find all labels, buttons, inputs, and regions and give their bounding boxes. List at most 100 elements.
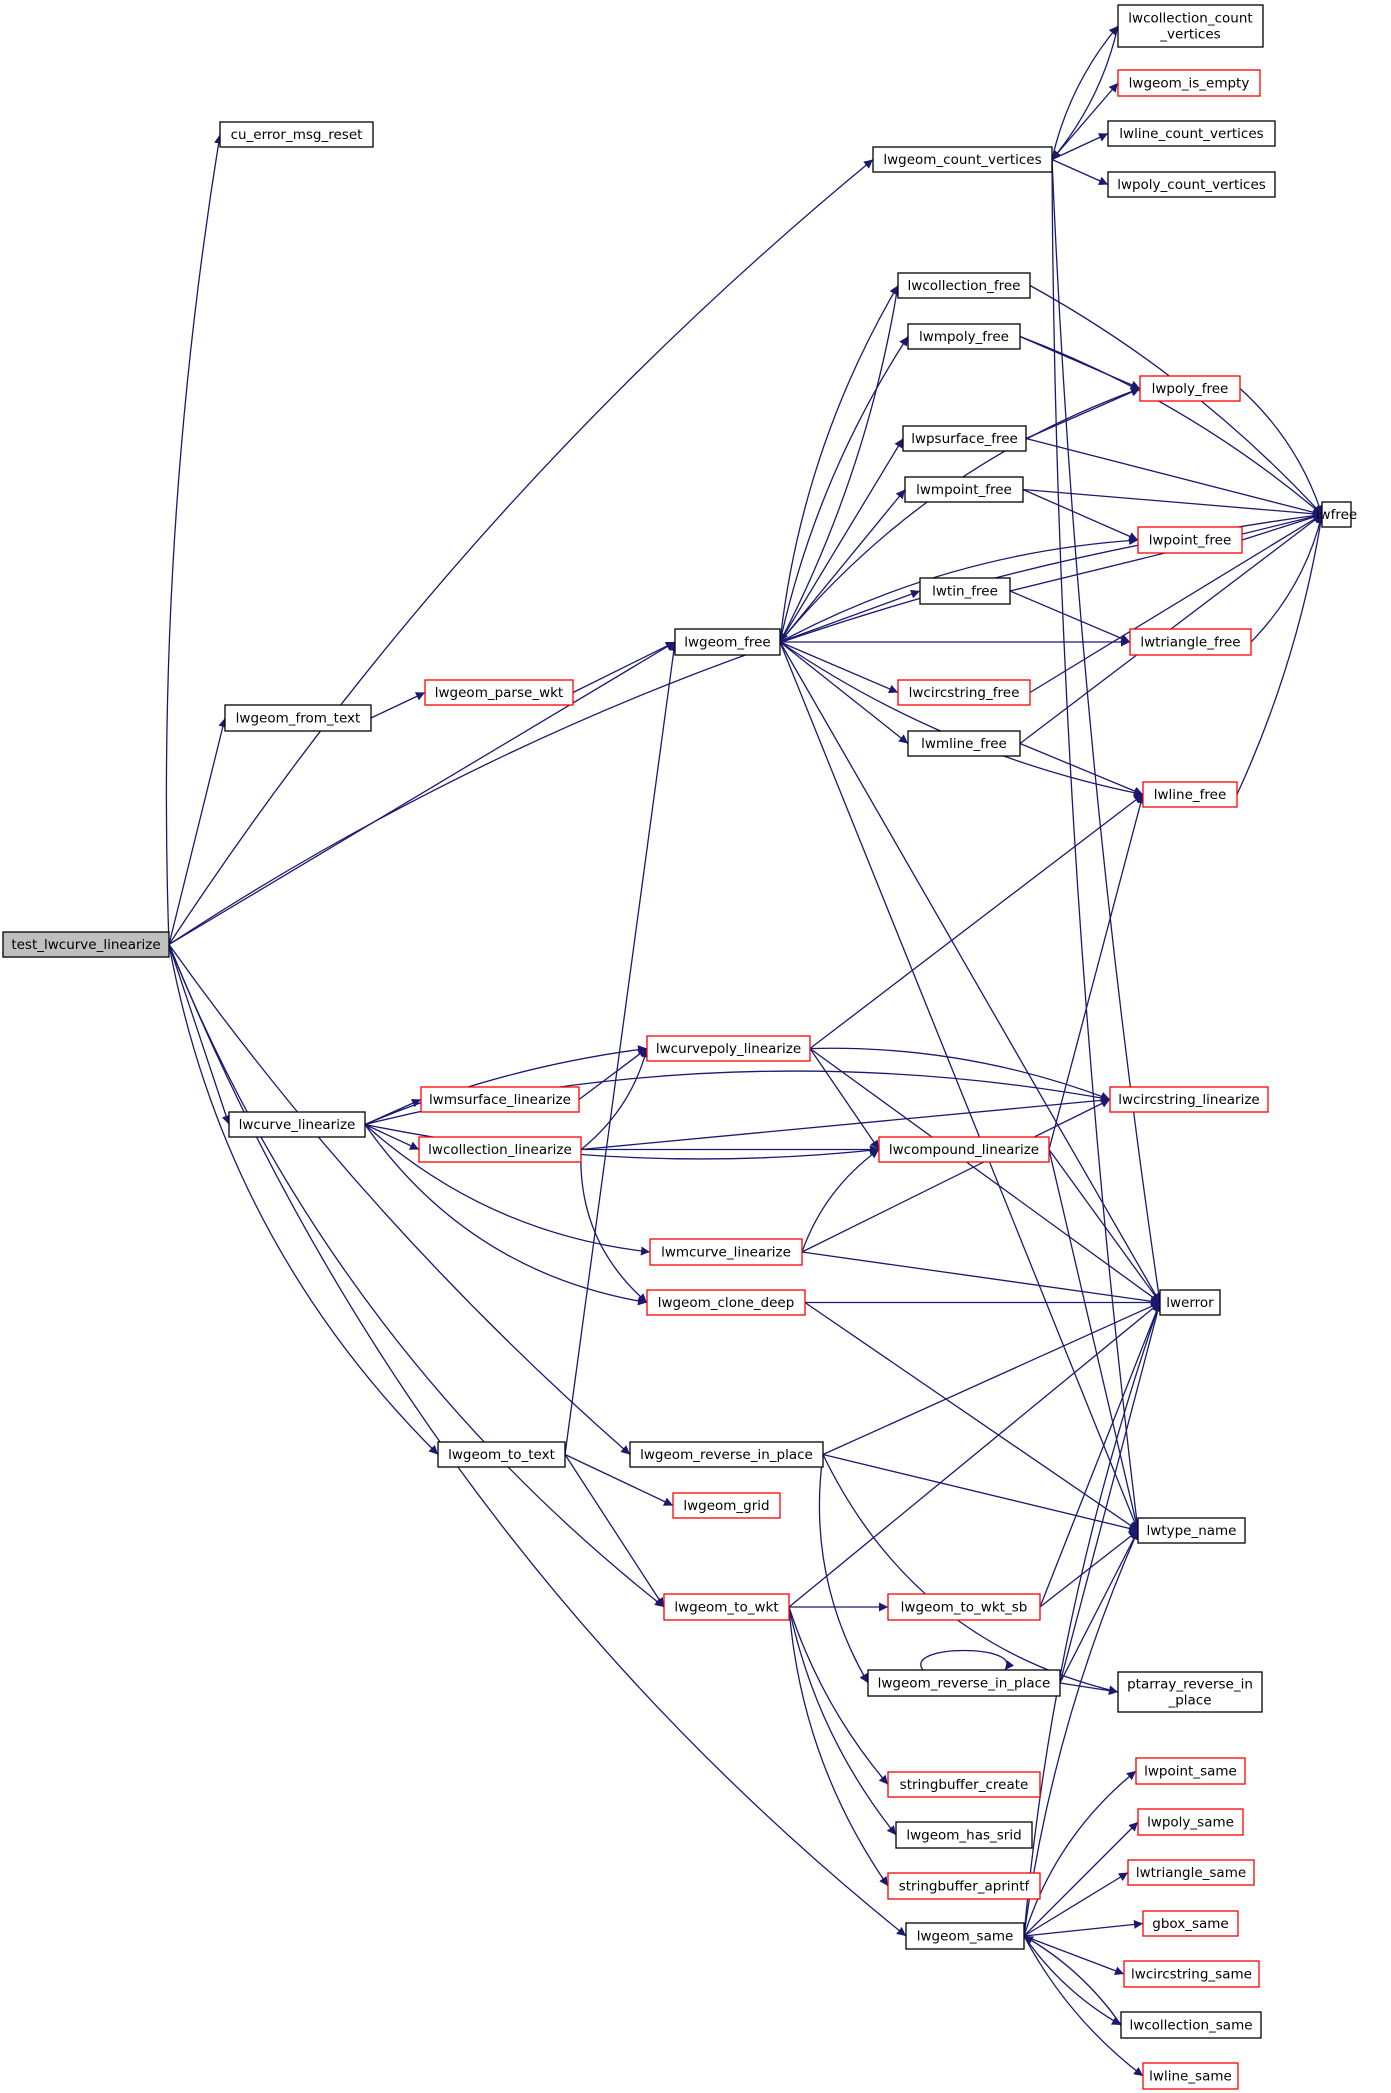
node-label: lwfree (1316, 507, 1357, 523)
node-label: gbox_same (1152, 1916, 1229, 1932)
node-lwpoint-same[interactable]: lwpoint_same (1135, 1757, 1246, 1785)
node-box (1127, 1859, 1255, 1886)
node-label: lwpoly_same (1147, 1815, 1234, 1831)
node-label: lwgeom_reverse_in_place (878, 1676, 1051, 1692)
node-lwgeom-reverse-in-place-1[interactable]: lwgeom_reverse_in_place (629, 1441, 824, 1468)
edge-test-lwcurve-linearize-to-lwgeom-count-vertices (168, 158, 874, 945)
node-lwtriangle-free[interactable]: lwtriangle_free (1129, 628, 1252, 656)
edge-lwcollection-linearize-to-lwcircstring-linearize (580, 1095, 1111, 1151)
edge-lwgeom-to-wkt-to-stringbuffer-aprintf (788, 1606, 889, 1887)
node-label: lwcircstring_same (1131, 1967, 1252, 1983)
node-box (672, 1492, 781, 1519)
edge-lwgeom-free-to-lwcollection-free (779, 285, 899, 643)
edge-lwcollection-same-to-lwgeom-same (1023, 1935, 1122, 2026)
edge-lwgeom-free-to-lwpoint-free (779, 536, 1139, 643)
node-lwfree[interactable]: lwfree (1316, 501, 1357, 528)
node-box (904, 476, 1024, 503)
nodes-layer: test_lwcurve_linearize cu_error_msg_reset… (2, 4, 1357, 2090)
node-label: _place (1167, 1693, 1211, 1709)
node-label: lwgeom_to_wkt (674, 1600, 778, 1616)
node-box (663, 1593, 790, 1621)
node-lwcurve-linearize[interactable]: lwcurve_linearize (228, 1111, 366, 1138)
node-lwline-free[interactable]: lwline_free (1142, 781, 1238, 808)
node-lwpoly-free[interactable]: lwpoly_free (1139, 375, 1241, 402)
node-lwtriangle-same[interactable]: lwtriangle_same (1127, 1859, 1255, 1886)
edge-lwgeom-reverse-in-place-1-to-lwgeom-reverse-in-place-2 (818, 1454, 869, 1684)
node-label: lwerror (1166, 1295, 1214, 1311)
node-cu-error-msg-reset[interactable]: cu_error_msg_reset (219, 121, 374, 148)
node-stringbuffer-create[interactable]: stringbuffer_create (887, 1771, 1041, 1798)
node-lwtin-free[interactable]: lwtin_free (919, 577, 1011, 605)
node-lwmpoint-free[interactable]: lwmpoint_free (904, 476, 1024, 503)
node-lwline-same[interactable]: lwline_same (1142, 2062, 1239, 2090)
node-lwcircstring-same[interactable]: lwcircstring_same (1123, 1960, 1260, 1988)
edge-lwgeom-count-vertices-to-lwline-count-vertices (1051, 132, 1109, 161)
node-label: lwgeom_same (917, 1929, 1014, 1945)
node-lwgeom-to-wkt-sb[interactable]: lwgeom_to_wkt_sb (887, 1593, 1041, 1621)
node-lwgeom-count-vertices[interactable]: lwgeom_count_vertices (872, 146, 1053, 173)
node-lwgeom-is-empty[interactable]: lwgeom_is_empty (1117, 69, 1261, 97)
node-label: lwline_free (1154, 787, 1227, 803)
node-lwmline-free[interactable]: lwmline_free (907, 730, 1021, 757)
node-label: lwpoint_free (1149, 533, 1232, 549)
node-lwcircstring-free[interactable]: lwcircstring_free (897, 679, 1031, 706)
node-lwgeom-to-wkt[interactable]: lwgeom_to_wkt (663, 1593, 790, 1621)
node-label: lwtriangle_same (1136, 1865, 1246, 1881)
node-box (897, 272, 1031, 299)
node-label: lwcurvepoly_linearize (656, 1041, 801, 1057)
node-box (905, 1922, 1025, 1950)
node-lwcollection-linearize[interactable]: lwcollection_linearize (418, 1136, 582, 1163)
node-lwtype-name[interactable]: lwtype_name (1137, 1517, 1246, 1544)
node-gbox-same[interactable]: gbox_same (1142, 1910, 1239, 1937)
node-label: lwpoly_free (1152, 381, 1229, 397)
node-box (1142, 2062, 1239, 2090)
node-box (1159, 1289, 1221, 1316)
node-lwgeom-has-srid[interactable]: lwgeom_has_srid (895, 1821, 1033, 1849)
node-box (1123, 1960, 1260, 1988)
node-lwcollection-count-vertices[interactable]: lwcollection_count_vertices (1117, 4, 1264, 48)
edge-lwgeom-to-text-to-lwgeom-grid (564, 1453, 674, 1507)
node-box (887, 1771, 1041, 1798)
node-test-lwcurve-linearize[interactable]: test_lwcurve_linearize (2, 931, 170, 958)
node-stringbuffer-aprintf[interactable]: stringbuffer_aprintf (887, 1872, 1041, 1900)
node-lwgeom-clone-deep[interactable]: lwgeom_clone_deep (646, 1289, 806, 1316)
node-ptarray-reverse-in-place[interactable]: ptarray_reverse_in_place (1117, 1671, 1263, 1713)
node-lwcollection-free[interactable]: lwcollection_free (897, 272, 1031, 299)
edge-lwcircstring-free-to-lwfree (1029, 513, 1323, 694)
node-box (872, 146, 1053, 173)
node-lwmpoly-free[interactable]: lwmpoly_free (907, 323, 1021, 350)
node-lwgeom-to-text[interactable]: lwgeom_to_text (437, 1441, 566, 1468)
node-box (1135, 1757, 1246, 1785)
edge-lwgeom-same-to-lwline-same (1023, 1935, 1144, 2077)
edge-lwgeom-same-to-gbox-same (1023, 1919, 1144, 1937)
node-lwpoint-free[interactable]: lwpoint_free (1137, 526, 1243, 554)
node-lwcollection-same[interactable]: lwcollection_same (1120, 2011, 1262, 2039)
node-lwpoly-count-vertices[interactable]: lwpoly_count_vertices (1107, 171, 1276, 198)
node-label: lwmcurve_linearize (661, 1245, 791, 1261)
node-lwmsurface-linearize[interactable]: lwmsurface_linearize (420, 1086, 580, 1113)
node-lwgeom-reverse-in-place-2[interactable]: lwgeom_reverse_in_place (867, 1669, 1061, 1697)
node-lwpoly-same[interactable]: lwpoly_same (1137, 1808, 1244, 1836)
node-lwgeom-parse-wkt[interactable]: lwgeom_parse_wkt (424, 679, 574, 706)
edge-lwmcurve-linearize-to-lwcompound-linearize (801, 1148, 880, 1253)
edge-lwgeom-reverse-in-place-2-to-ptarray-reverse-in-place (1059, 1682, 1119, 1696)
node-lwcircstring-linearize[interactable]: lwcircstring_linearize (1109, 1086, 1269, 1113)
node-lwgeom-free[interactable]: lwgeom_free (674, 628, 781, 656)
node-box (219, 121, 374, 148)
node-lwgeom-from-text[interactable]: lwgeom_from_text (224, 704, 372, 732)
edge-lwgeom-reverse-in-place-1-to-lwtype-name (822, 1453, 1139, 1533)
node-box (1117, 4, 1264, 48)
node-lwline-count-vertices[interactable]: lwline_count_vertices (1107, 120, 1276, 147)
node-label: lwgeom_grid (683, 1498, 769, 1514)
edge-lwgeom-same-to-lwerror (1023, 1302, 1162, 1937)
node-lwerror[interactable]: lwerror (1159, 1289, 1221, 1316)
node-lwgeom-grid[interactable]: lwgeom_grid (672, 1492, 781, 1519)
edge-lwpsurface-free-to-lwfree (1025, 437, 1323, 517)
node-lwpsurface-free[interactable]: lwpsurface_free (902, 425, 1027, 452)
node-label: stringbuffer_create (900, 1777, 1029, 1793)
node-label: lwcircstring_linearize (1118, 1092, 1259, 1108)
node-lwcurvepoly-linearize[interactable]: lwcurvepoly_linearize (646, 1035, 811, 1062)
node-lwcompound-linearize[interactable]: lwcompound_linearize (878, 1136, 1050, 1163)
node-lwmcurve-linearize[interactable]: lwmcurve_linearize (649, 1238, 803, 1266)
node-lwgeom-same[interactable]: lwgeom_same (905, 1922, 1025, 1950)
